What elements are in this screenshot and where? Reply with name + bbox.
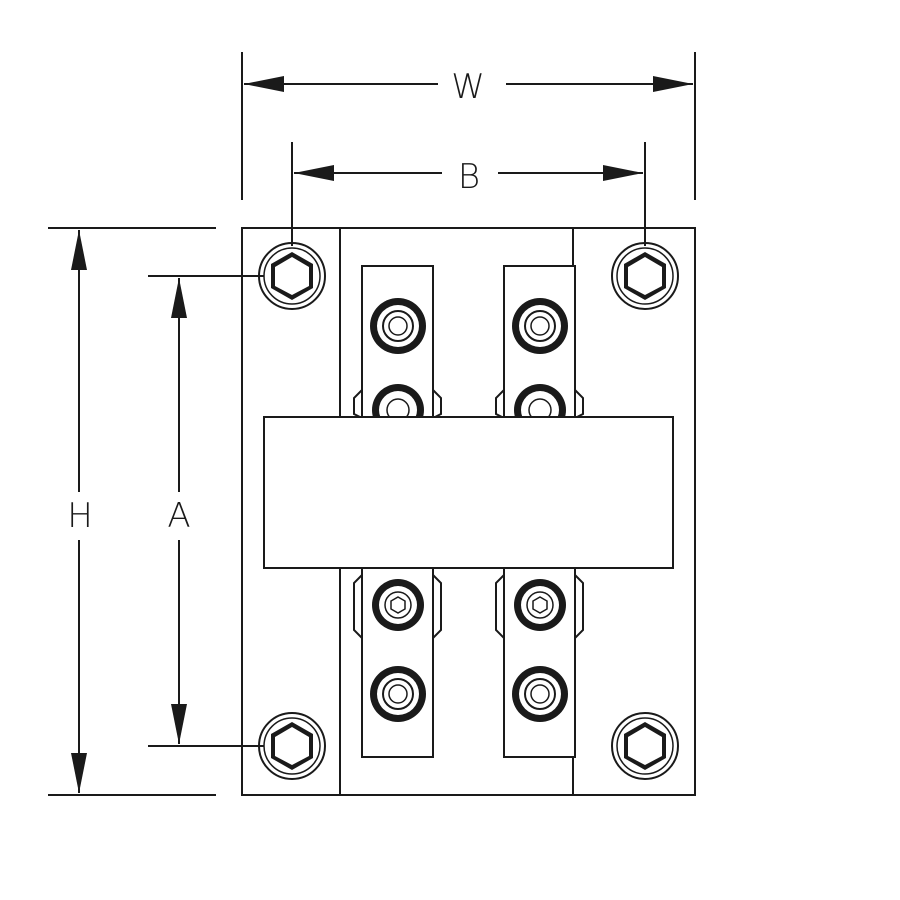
corner-bolt-bottom-left [258,712,326,780]
dimension-w-label: W [451,67,485,107]
dimension-h: H [48,227,216,796]
corner-bolt-bottom-right [611,712,679,780]
terminal-bar-bottom-right [495,567,584,758]
dimension-a-label: A [167,496,190,536]
terminal-bar-top-right [495,265,584,436]
corner-bolt-top-left [258,242,326,310]
dimension-b: B [291,142,646,246]
dimension-w: W [241,52,696,200]
center-cover-block [263,416,674,569]
dimension-h-label: H [67,496,93,536]
terminal-bar-top-left [353,265,442,436]
dimension-b-label: B [458,157,480,197]
corner-bolt-top-right [611,242,679,310]
dimension-a: A [148,275,264,747]
terminal-bar-bottom-left [353,567,442,758]
